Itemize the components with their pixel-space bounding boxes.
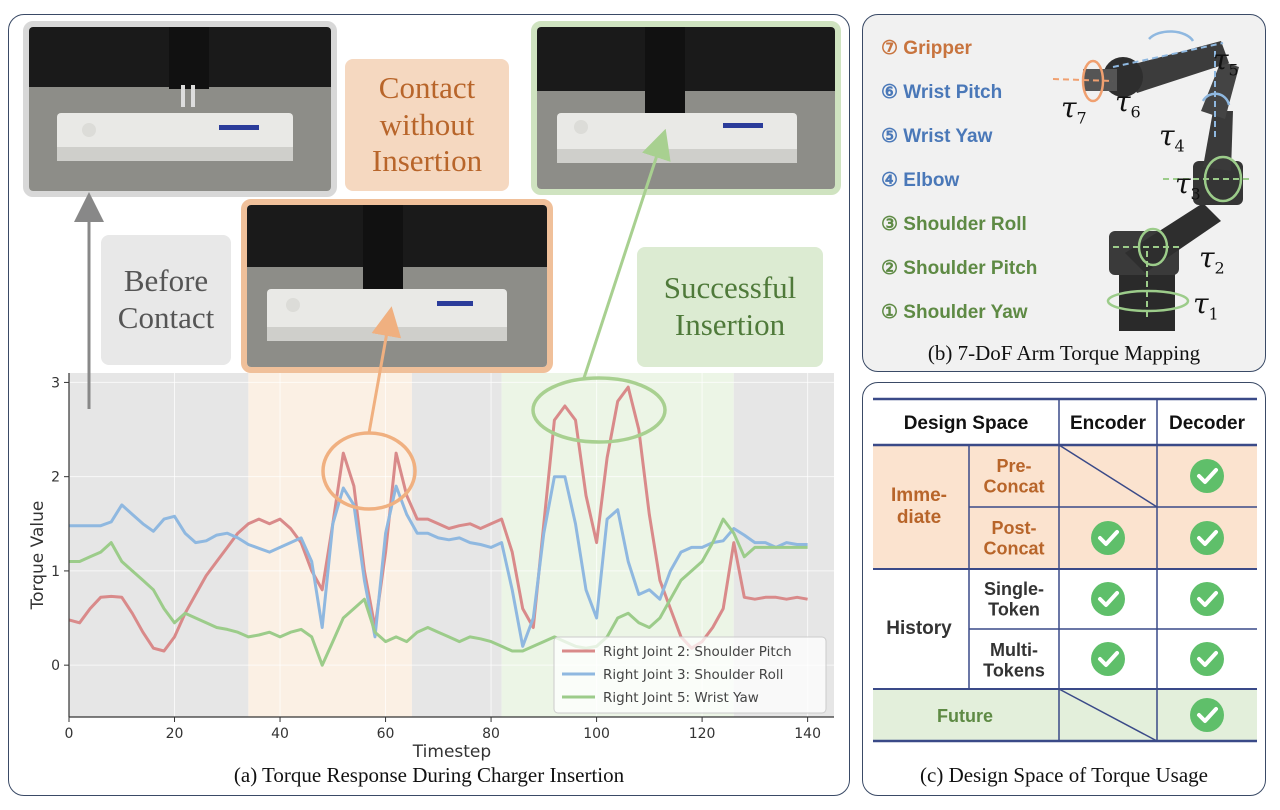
y-tick-label: 1 bbox=[51, 564, 60, 580]
joint-label: ④ Elbow bbox=[881, 170, 960, 191]
legend-item: Right Joint 5: Wrist Yaw bbox=[603, 690, 759, 706]
x-tick-label: 100 bbox=[583, 726, 610, 742]
check-icon bbox=[1091, 642, 1125, 676]
group-future: Future bbox=[937, 706, 993, 726]
arrow-contact bbox=[367, 306, 402, 434]
caption-a: (a) Torque Response During Charger Inser… bbox=[233, 763, 625, 787]
legend-item: Right Joint 2: Shoulder Pitch bbox=[603, 644, 792, 660]
legend-item: Right Joint 3: Shoulder Roll bbox=[603, 667, 783, 683]
phase-region bbox=[69, 373, 249, 717]
joint-label: ② Shoulder Pitch bbox=[881, 258, 1038, 279]
photo-success bbox=[531, 21, 841, 195]
x-tick-label: 80 bbox=[482, 726, 500, 742]
check-icon bbox=[1190, 459, 1224, 493]
x-tick-label: 20 bbox=[166, 726, 184, 742]
check-icon bbox=[1190, 582, 1224, 616]
tau-label: τ5 bbox=[1213, 43, 1239, 80]
panel-b: ⑦ Gripper ⑥ Wrist Pitch ⑤ Wrist Yaw ④ Elbow… bbox=[862, 14, 1266, 372]
ellipse-success bbox=[531, 376, 667, 444]
photo-before-contact bbox=[23, 21, 337, 197]
joint-label: ⑦ Gripper bbox=[881, 38, 972, 59]
row-post-concat: Post-Concat bbox=[983, 518, 1044, 559]
x-tick-label: 140 bbox=[794, 726, 821, 742]
arrow-success bbox=[582, 128, 671, 379]
header-encoder: Encoder bbox=[1070, 413, 1147, 434]
design-space-table: Design Space Encoder Decoder Imme-diate … bbox=[873, 397, 1257, 743]
panel-c: Design Space Encoder Decoder Imme-diate … bbox=[862, 382, 1266, 796]
joint-label: ③ Shoulder Roll bbox=[881, 214, 1027, 235]
joint-label: ⑥ Wrist Pitch bbox=[881, 82, 1003, 103]
check-icon bbox=[1091, 521, 1125, 555]
header-design-space: Design Space bbox=[904, 413, 1029, 434]
row-pre-concat: Pre-Concat bbox=[983, 456, 1044, 497]
group-immediate-label: Imme-diate bbox=[891, 485, 947, 528]
x-tick-label: 0 bbox=[65, 726, 74, 742]
y-tick-label: 2 bbox=[51, 470, 60, 486]
caption-b: (b) 7-DoF Arm Torque Mapping bbox=[927, 341, 1201, 365]
photo-contact bbox=[241, 199, 553, 373]
x-tick-label: 60 bbox=[377, 726, 395, 742]
row-multi-tokens: Multi-Tokens bbox=[983, 640, 1045, 681]
tau-label: τ2 bbox=[1199, 241, 1225, 278]
series-line bbox=[69, 517, 808, 667]
check-icon bbox=[1190, 642, 1224, 676]
check-icon bbox=[1190, 521, 1224, 555]
header-decoder: Decoder bbox=[1169, 413, 1246, 434]
check-icon bbox=[1190, 698, 1224, 732]
label-contact-without-insertion: Contact without Insertion bbox=[345, 59, 509, 191]
label-successful-insertion: Successful Insertion bbox=[637, 247, 823, 367]
y-axis-label: Torque Value bbox=[28, 501, 48, 611]
panel-a: Contact without Insertion Before Contact… bbox=[8, 14, 850, 796]
joint-label: ① Shoulder Yaw bbox=[881, 302, 1028, 323]
label-before-contact: Before Contact bbox=[101, 235, 231, 365]
group-history: History bbox=[886, 618, 952, 639]
tau-label: τ3 bbox=[1175, 167, 1201, 204]
chart-legend: Right Joint 2: Shoulder Pitch Right Join… bbox=[553, 636, 827, 714]
y-tick-label: 0 bbox=[51, 658, 60, 674]
robot-arm-illustration bbox=[1053, 30, 1249, 331]
joint-label: ⑤ Wrist Yaw bbox=[881, 126, 993, 147]
torque-chart: 0 20 40 60 80 100 120 140 0 1 2 3 Torque Value Time… bbox=[28, 128, 834, 762]
tau-label: τ7 bbox=[1061, 91, 1087, 128]
group-immediate: Imme-diate bbox=[891, 485, 947, 528]
tau-label: τ1 bbox=[1193, 287, 1219, 324]
x-tick-label: 40 bbox=[271, 726, 289, 742]
x-axis-label: Timestep bbox=[412, 742, 491, 762]
tau-label: τ6 bbox=[1115, 85, 1141, 122]
series-line bbox=[69, 475, 808, 648]
tau-label: τ4 bbox=[1159, 119, 1185, 156]
check-icon bbox=[1091, 582, 1125, 616]
group-history-label: History bbox=[886, 618, 952, 639]
x-tick-label: 120 bbox=[689, 726, 716, 742]
y-tick-label: 3 bbox=[51, 375, 60, 391]
row-single-token: Single-Token bbox=[984, 579, 1044, 620]
caption-c: (c) Design Space of Torque Usage bbox=[920, 763, 1208, 787]
